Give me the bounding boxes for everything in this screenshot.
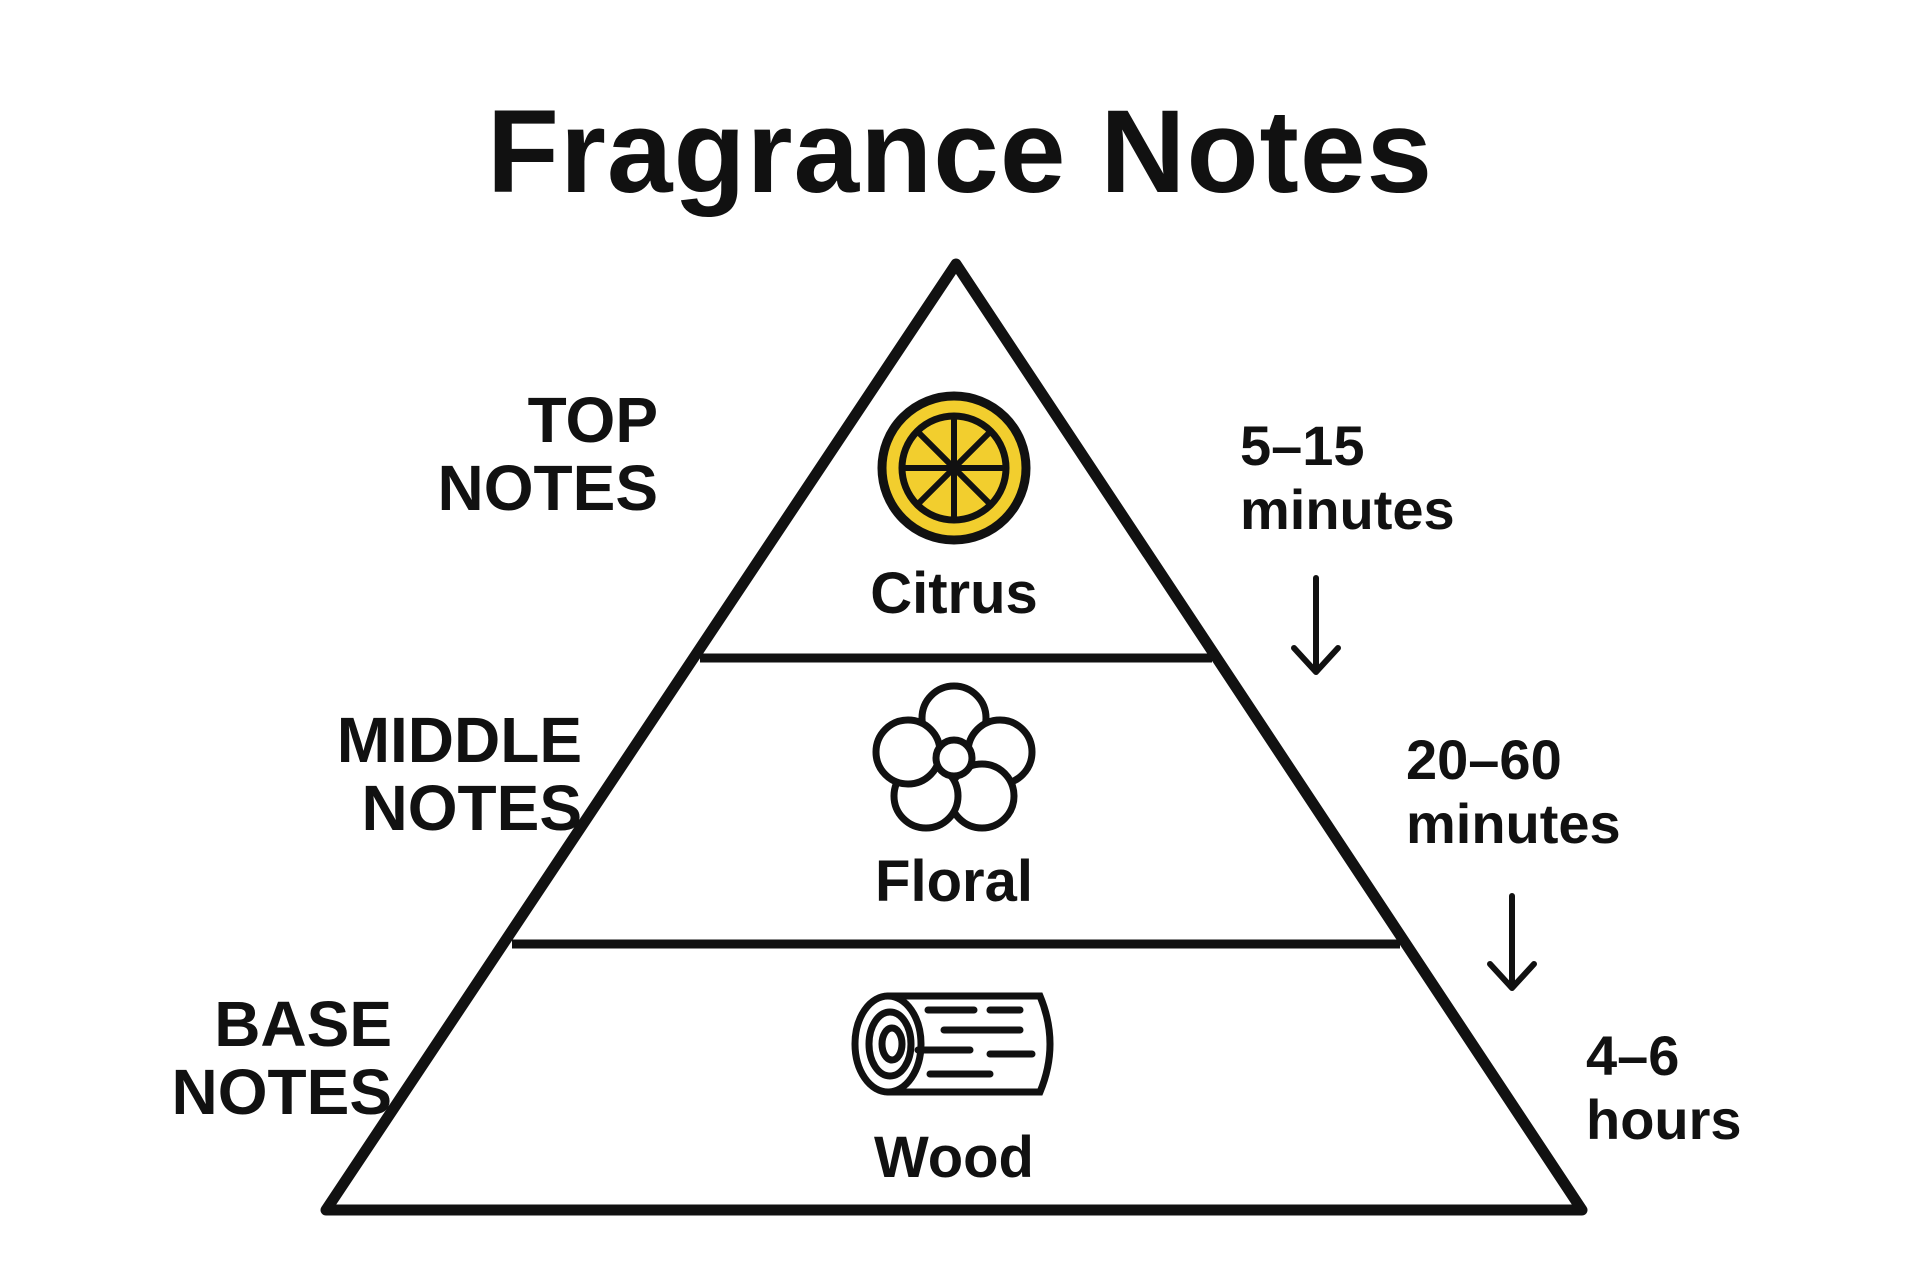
wood-log-icon [851,992,1054,1096]
duration-line: 4–6 [1586,1024,1680,1087]
duration-top: 5–15 minutes [1240,414,1455,542]
tier-name-floral: Floral [875,849,1033,914]
duration-base: 4–6 hours [1586,1024,1742,1152]
tier-name-wood: Wood [874,1125,1034,1190]
duration-line: hours [1586,1088,1742,1151]
tier-label-top: TOP NOTES [410,386,658,522]
tier-label-base: BASE NOTES [140,990,392,1126]
tier-label-line: NOTES [437,452,658,524]
arrow-down-icon [1487,893,1537,991]
duration-line: minutes [1406,792,1621,855]
citrus-slice-icon [877,391,1031,545]
tier-name-citrus: Citrus [870,561,1038,626]
duration-line: 20–60 [1406,728,1562,791]
flower-icon [872,682,1036,832]
tier-label-line: MIDDLE [336,704,582,776]
tier-label-line: TOP [527,384,658,456]
duration-line: minutes [1240,478,1455,541]
tier-label-line: NOTES [171,1056,392,1128]
tier-label-line: NOTES [361,772,582,844]
tier-label-middle: MIDDLE NOTES [280,706,582,842]
arrow-down-icon [1291,575,1341,675]
duration-middle: 20–60 minutes [1406,728,1621,856]
tier-label-line: BASE [214,988,392,1060]
pyramid-outline [320,258,1588,1216]
duration-line: 5–15 [1240,414,1365,477]
page-title: Fragrance Notes [486,86,1434,218]
